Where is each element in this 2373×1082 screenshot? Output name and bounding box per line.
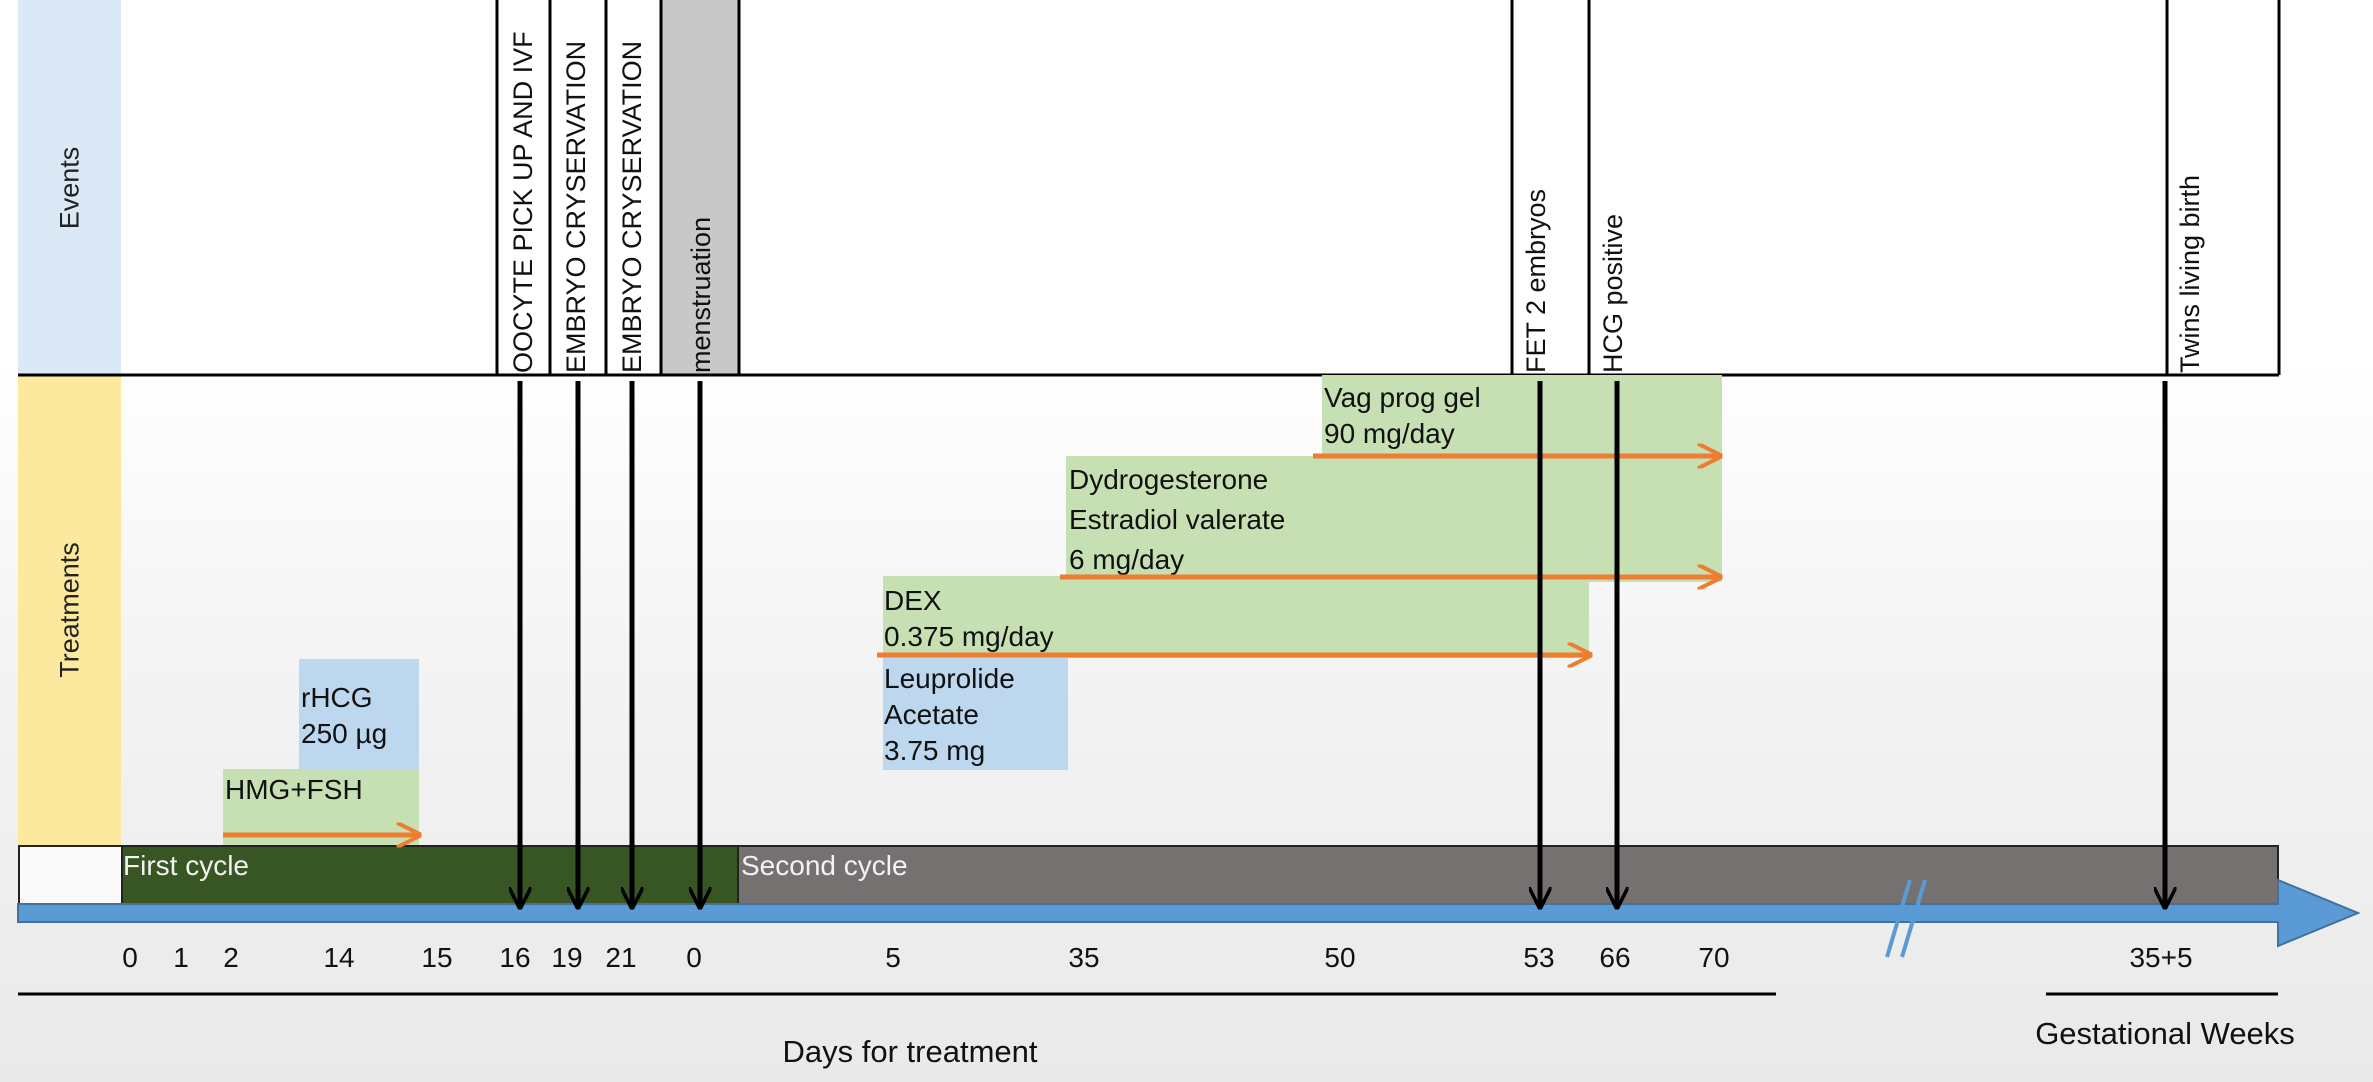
tick-label: 35+5 [2129,942,2193,973]
vag-prog-line-2: 90 mg/day [1324,418,1455,449]
tick-label: 1 [173,942,189,973]
leuprolide-line-2: Acetate [884,699,979,730]
second-cycle-label: Second cycle [741,850,908,881]
tick-label: 15 [421,942,453,973]
treatment-box-dex [883,576,1589,658]
leuprolide-line-3: 3.75 mg [884,735,986,766]
vag-prog-line-1: Vag prog gel [1324,382,1481,413]
treatment-text-hmg-fsh: HMG+FSH [225,772,363,808]
days-axis-title: Days for treatment [782,1034,1038,1069]
tick-label: 53 [1523,942,1555,973]
axis-break-mark-1 [1885,879,1912,958]
hmg-fsh-line-1: HMG+FSH [225,774,363,805]
dex-line-1: DEX [884,585,942,616]
tick-label: 16 [499,942,531,973]
tick-label: 66 [1599,942,1631,973]
treatment-text-estradiol: Dydrogesterone Estradiol valerate 6 mg/d… [1069,460,1285,580]
treatment-text-vag-prog: Vag prog gel 90 mg/day [1324,380,1481,452]
timeline-axis-arrow [17,878,2361,948]
treatment-text-dex: DEX 0.375 mg/day [884,583,1054,655]
tick-label: 70 [1698,942,1730,973]
tick-label: 14 [323,942,355,973]
tick-label: 19 [551,942,583,973]
treatment-text-leuprolide: Leuprolide Acetate 3.75 mg [884,661,1015,769]
cycle-bar-lead [18,845,121,905]
tick-label: 5 [885,942,901,973]
events-row-header: Events [18,0,121,375]
menstruation-period-fill [661,0,739,375]
rhcg-line-2: 250 µg [301,718,388,749]
treatment-box-hmg-fsh [223,769,419,845]
weeks-axis-title: Gestational Weeks [2035,1016,2295,1051]
treatment-text-rhcg: rHCG 250 µg [301,680,387,752]
tick-label: 35 [1068,942,1100,973]
treatment-box-rhcg [299,659,419,769]
tick-label: 0 [686,942,702,973]
tick-label: 2 [223,942,239,973]
treatment-box-estradiol [1066,456,1722,582]
tick-label: 21 [605,942,637,973]
estradiol-line-2: Estradiol valerate [1069,504,1286,535]
tick-label: 0 [122,942,138,973]
rhcg-line-1: rHCG [301,682,373,713]
axis-break-mark-2 [1900,879,1927,958]
estradiol-line-1: Dydrogesterone [1069,464,1269,495]
estradiol-line-3: 6 mg/day [1069,544,1185,575]
treatments-row-header: Treatments [18,375,121,845]
treatment-box-leuprolide [883,658,1068,770]
tick-label: 50 [1324,942,1356,973]
treatment-box-vag-prog [1322,375,1722,457]
leuprolide-line-1: Leuprolide [884,663,1015,694]
first-cycle-label: First cycle [123,850,249,881]
dex-line-2: 0.375 mg/day [884,621,1054,652]
